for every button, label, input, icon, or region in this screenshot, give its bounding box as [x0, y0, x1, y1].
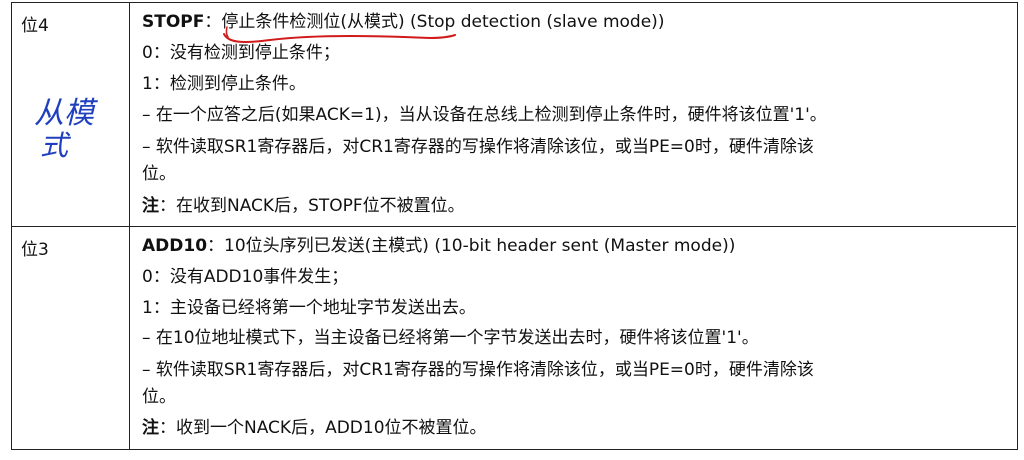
handwritten-note-line1: 从模: [34, 96, 99, 131]
bit-label: 位3: [21, 240, 49, 260]
title-separator: ：: [207, 236, 225, 256]
title-separator: ：: [204, 12, 222, 32]
description-line: – 在10位地址模式下，当主设备已经将第一个字节发送出去时，硬件将该位置'1'。: [142, 328, 759, 348]
field-description: 10位头序列已发送(主模式) (10-bit header sent (Mast…: [224, 236, 736, 256]
bit-label: 位4: [21, 16, 49, 36]
note-line: 注：在收到NACK后，STOPF位不被置位。: [142, 195, 465, 217]
note-label: 注: [142, 196, 159, 216]
description-cell: STOPF：停止条件检测位(从模式) (Stop detection (slav…: [130, 3, 1016, 226]
note-label: 注: [142, 418, 159, 438]
table-row: 位3 ADD10：10位头序列已发送(主模式) (10-bit header s…: [12, 227, 1016, 449]
note-text: ：收到一个NACK后，ADD10位不被置位。: [159, 418, 487, 438]
table-row: 位4 从模 式 STOPF：停止条件检测位(从模式) (Stop detecti…: [12, 3, 1016, 227]
description-line: 1：检测到停止条件。: [142, 74, 306, 94]
field-title: STOPF：停止条件检测位(从模式) (Stop detection (slav…: [142, 11, 664, 33]
description-line: 0：没有检测到停止条件；: [142, 43, 340, 63]
description-line: 位。: [142, 387, 176, 407]
field-title: ADD10：10位头序列已发送(主模式) (10-bit header sent…: [142, 235, 735, 257]
bit-cell: 位4 从模 式: [12, 3, 130, 226]
field-description: 停止条件检测位(从模式) (Stop detection (slave mode…: [221, 12, 665, 32]
description-line: – 软件读取SR1寄存器后，对CR1寄存器的写操作将清除该位，或当PE=0时，硬…: [142, 137, 814, 157]
bit-cell: 位3: [12, 227, 130, 449]
description-line: – 在一个应答之后(如果ACK=1)，当从设备在总线上检测到停止条件时，硬件将该…: [142, 105, 827, 125]
description-line: 0：没有ADD10事件发生；: [142, 267, 349, 287]
field-name: ADD10: [142, 236, 208, 256]
note-text: ：在收到NACK后，STOPF位不被置位。: [159, 196, 465, 216]
description-line: – 软件读取SR1寄存器后，对CR1寄存器的写操作将清除该位，或当PE=0时，硬…: [142, 360, 814, 380]
description-line: 位。: [142, 164, 176, 184]
description-cell: ADD10：10位头序列已发送(主模式) (10-bit header sent…: [130, 227, 1016, 449]
note-line: 注：收到一个NACK后，ADD10位不被置位。: [142, 417, 487, 439]
handwritten-note: 从模 式: [34, 96, 99, 162]
register-bit-table: 位4 从模 式 STOPF：停止条件检测位(从模式) (Stop detecti…: [11, 2, 1018, 450]
field-name: STOPF: [142, 12, 205, 32]
description-line: 1：主设备已经将第一个地址字节发送出去。: [142, 298, 476, 318]
handwritten-note-line2: 式: [40, 129, 72, 162]
